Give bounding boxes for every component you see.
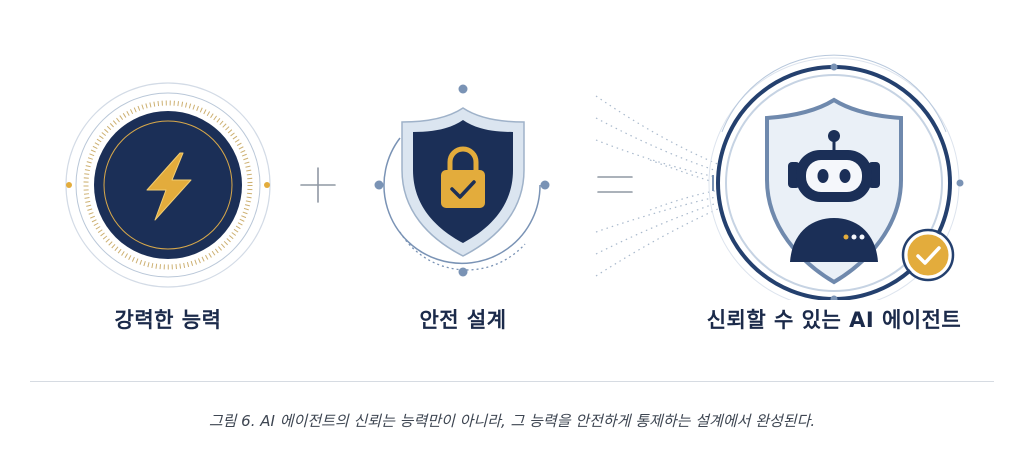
shield-lock-icon <box>441 146 485 208</box>
robot-shield-icon <box>788 130 880 262</box>
orbit-node-top <box>458 84 468 94</box>
agent-node-top <box>830 63 838 71</box>
security-emblem <box>374 84 550 277</box>
equals-icon <box>597 176 633 193</box>
security-orbit-dotted <box>399 231 526 271</box>
security-orbit-arc <box>383 137 541 265</box>
agent-outer-arc <box>721 54 947 133</box>
security-label: 안전 설계 <box>419 308 507 332</box>
verified-badge-icon <box>901 228 955 282</box>
power-mid-ring <box>75 92 261 278</box>
agent-node-right <box>956 179 964 187</box>
power-tick-ring <box>83 100 253 270</box>
power-right-dot <box>264 182 270 188</box>
orbit-node-right <box>540 180 550 190</box>
diagram-art <box>65 54 964 300</box>
agent-label: 신뢰할 수 있는 AI 에이전트 <box>706 308 962 332</box>
figure-caption: 그림 6. AI 에이전트의 신뢰는 능력만이 아니라, 그 능력을 안전하게 … <box>208 412 816 430</box>
power-emblem <box>65 82 271 288</box>
plus-icon <box>300 167 336 203</box>
power-inner-ring <box>103 120 233 250</box>
power-left-dot <box>66 182 72 188</box>
agent-node-bottom <box>830 295 838 300</box>
orbit-node-bottom <box>458 267 468 277</box>
converging-dots <box>595 95 721 277</box>
power-label: 강력한 능력 <box>114 308 222 332</box>
caption-divider <box>30 381 994 382</box>
lightning-bolt-icon <box>146 152 192 221</box>
agent-emblem <box>708 54 964 300</box>
orbit-node-left <box>374 180 384 190</box>
